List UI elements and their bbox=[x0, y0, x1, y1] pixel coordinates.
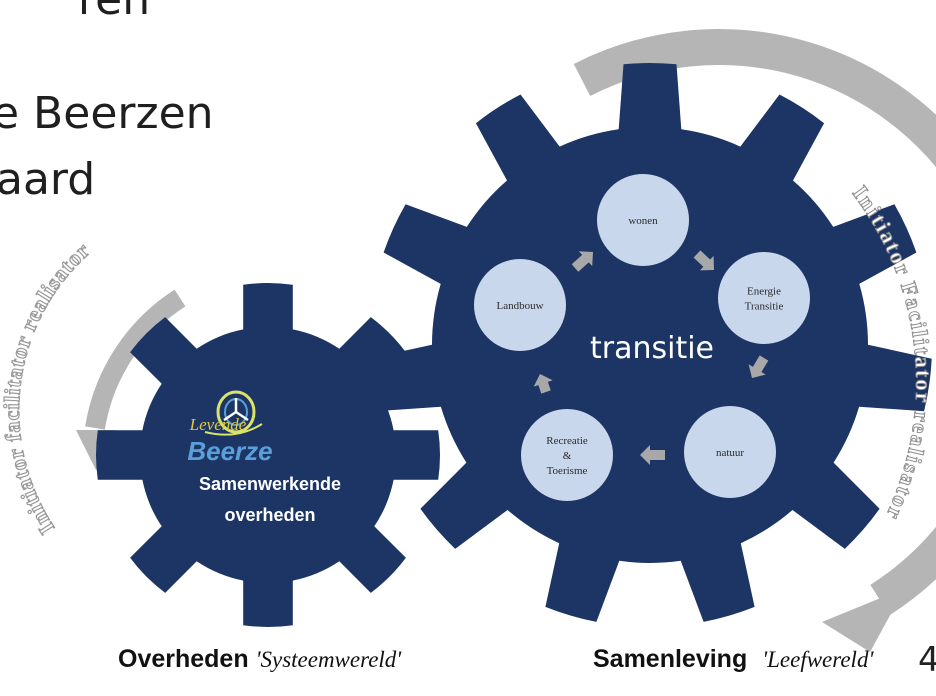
left-curved-arrow bbox=[85, 289, 186, 430]
caption-left: Overheden 'Systeemwereld' bbox=[118, 645, 401, 674]
arrow-landbouw-wonen bbox=[571, 251, 593, 272]
node-recreatie bbox=[521, 409, 613, 501]
heading-line-2: e Beerzen bbox=[0, 88, 214, 139]
right-curved-arrow-head bbox=[822, 588, 905, 652]
node-wonen-label: wonen bbox=[628, 215, 658, 227]
right-gear-shape bbox=[368, 63, 932, 622]
node-energie bbox=[718, 252, 810, 344]
arrow-recreatie-landbouw bbox=[533, 374, 553, 394]
caption-right-italic: 'Leefwereld' bbox=[762, 647, 874, 672]
caption-right-bold: Samenleving bbox=[593, 645, 748, 673]
svg-text:Levende: Levende bbox=[189, 415, 247, 434]
page-number: 4 bbox=[918, 640, 936, 680]
heading-line-1: ren bbox=[78, 0, 150, 22]
levende-beerze-logo: Levende Beerze bbox=[187, 390, 273, 466]
left-gear-title-line1: Samenwerkende bbox=[199, 474, 341, 494]
left-gear bbox=[96, 283, 440, 627]
node-landbouw bbox=[474, 259, 566, 351]
arrow-natuur-recreatie bbox=[640, 445, 665, 465]
node-energie-label: Energie bbox=[747, 286, 781, 298]
center-label: transitie bbox=[590, 331, 714, 366]
svg-text:Beerze: Beerze bbox=[187, 436, 272, 466]
left-gear-shape bbox=[96, 283, 440, 627]
node-recreatie-label: Recreatie bbox=[546, 435, 588, 447]
node-recreatie-label: Toerisme bbox=[547, 465, 588, 477]
caption-right: Samenleving 'Leefwereld' bbox=[593, 645, 873, 674]
right-curved-arrow bbox=[573, 29, 936, 616]
right-gear bbox=[368, 63, 932, 622]
arrow-wonen-energie bbox=[693, 250, 714, 271]
caption-left-bold: Overheden bbox=[118, 645, 249, 673]
node-wonen bbox=[597, 174, 689, 266]
node-landbouw-label: Landbouw bbox=[496, 300, 543, 312]
node-natuur bbox=[684, 406, 776, 498]
node-energie-label: Transitie bbox=[745, 301, 784, 313]
left-gear-title-line2: overheden bbox=[224, 505, 315, 525]
node-natuur-label: natuur bbox=[716, 447, 744, 459]
node-recreatie-label: & bbox=[563, 450, 572, 462]
arrow-energie-natuur bbox=[748, 355, 769, 378]
heading-line-3: aard bbox=[0, 154, 96, 205]
caption-left-italic: 'Systeemwereld' bbox=[255, 647, 402, 672]
left-arc-text: Initiator facilitator realisator bbox=[0, 237, 95, 539]
